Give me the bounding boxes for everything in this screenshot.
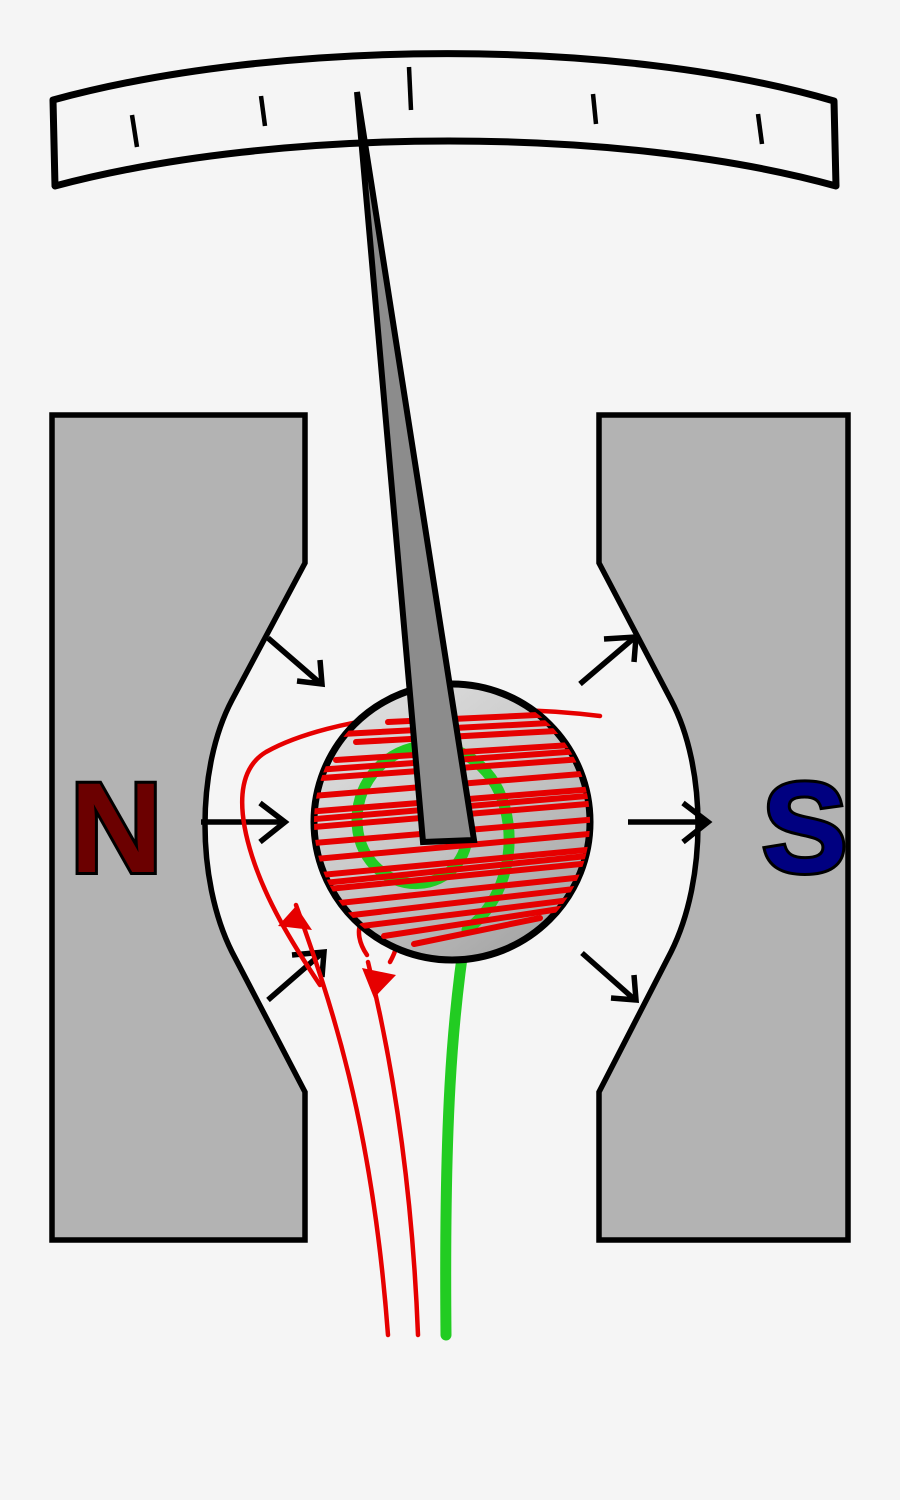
north-pole-label: N [70, 757, 162, 900]
current-direction-arrowheads [278, 906, 396, 998]
current-lead-wire-b [365, 959, 421, 1338]
south-pole-label: S [762, 757, 847, 900]
meter-needle [354, 91, 478, 846]
scale-tick-2 [258, 95, 268, 127]
field-arrow-upper-right [578, 634, 639, 687]
field-arrow-mid-right [628, 800, 713, 845]
scale-tick-4 [590, 93, 599, 125]
scale-tick-5 [755, 113, 765, 145]
field-arrow-lower-left [266, 948, 328, 1003]
field-arrow-lower-right [580, 950, 639, 1003]
current-lead-wire-a [293, 902, 391, 1338]
magnet-pole-pieces [49, 412, 851, 1243]
magnetic-field-arrows [201, 634, 713, 1003]
scale-tick-3 [406, 66, 414, 111]
current-in-arrowhead [278, 906, 312, 930]
scale-tick-1 [129, 114, 140, 148]
scale-arc-band [49, 50, 840, 190]
spring-wire-tail [440, 924, 472, 1341]
north-pole-piece [49, 412, 308, 1243]
scale-ticks [129, 66, 765, 148]
meter-scale [49, 50, 840, 190]
field-arrow-upper-left [266, 635, 326, 688]
current-out-arrowhead [362, 968, 396, 998]
